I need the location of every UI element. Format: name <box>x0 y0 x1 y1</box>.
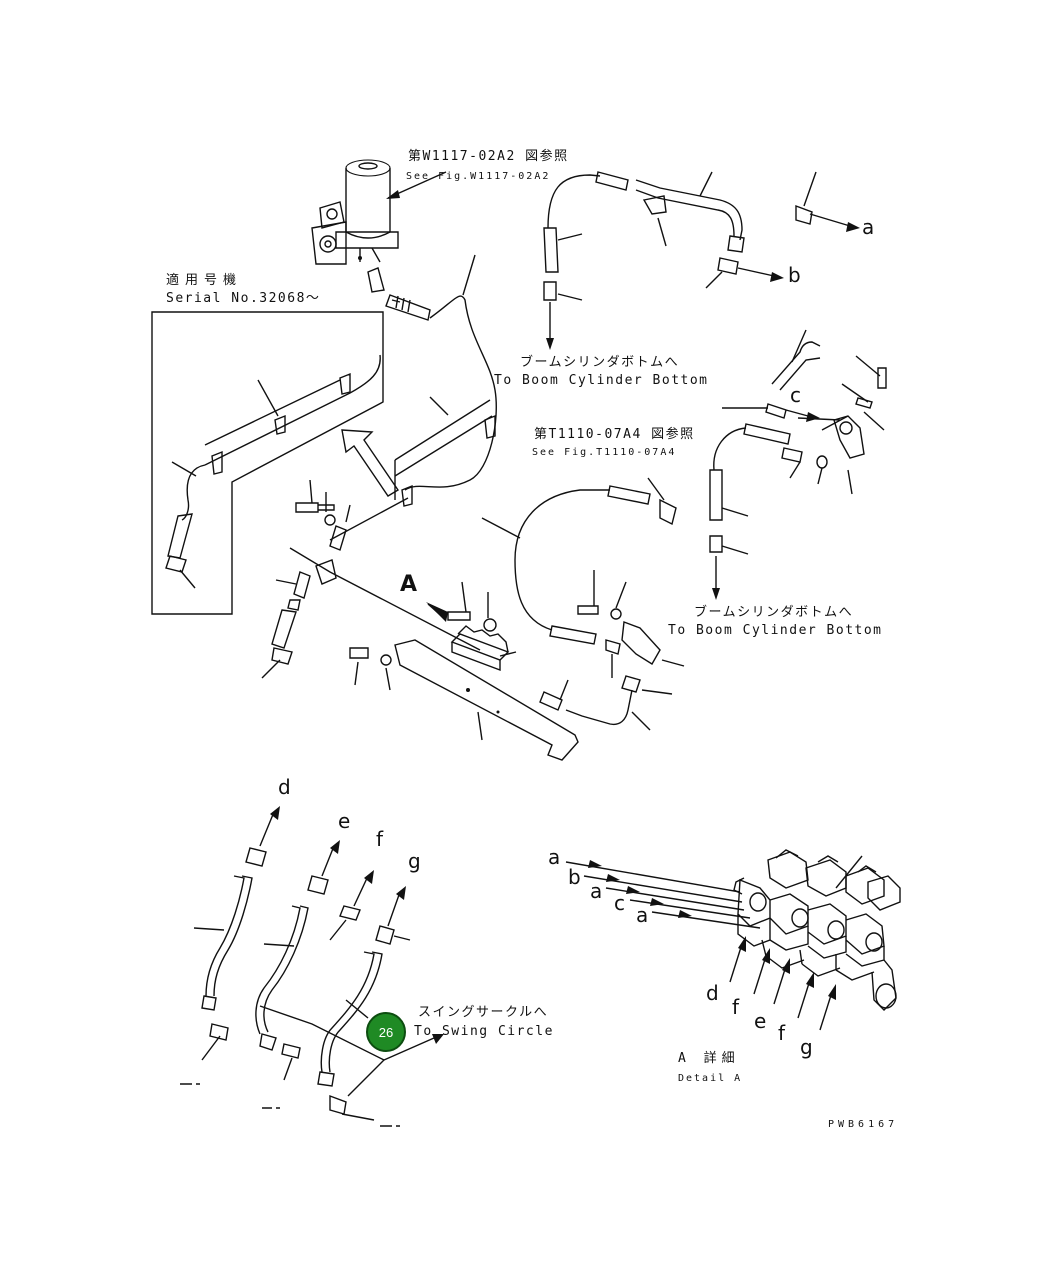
detail-letter-f-2: f <box>778 1021 786 1045</box>
detail-a-jp: A 詳細 <box>678 1051 740 1066</box>
boom-label-jp-1: ブームシリンダボトムへ <box>520 355 680 370</box>
boom-label-en-2: To Boom Cylinder Bottom <box>668 623 883 638</box>
ref-w1117-en[interactable]: See Fig.W1117-02A2 <box>406 171 551 182</box>
drawing-code: PWB6167 <box>828 1119 899 1130</box>
detail-a-valve <box>733 849 901 1011</box>
distributor-valve <box>447 611 517 672</box>
ref-t1110-en[interactable]: See Fig.T1110-07A4 <box>532 447 677 458</box>
boom-label-jp-2: ブームシリンダボトムへ <box>694 605 854 620</box>
detail-letter-d: d <box>706 981 719 1005</box>
detail-letter-a-1: a <box>548 845 561 869</box>
letter-c-top: c <box>790 383 801 407</box>
swing-label-en: To Swing Circle <box>414 1024 554 1039</box>
view-marker-a: A <box>400 572 418 597</box>
serial-label-en: Serial No.32068～ <box>166 291 321 306</box>
reference-badge[interactable]: 26 <box>366 1012 406 1052</box>
detail-a-en: Detail A <box>678 1073 743 1084</box>
serial-variant-box <box>151 311 384 615</box>
ref-t1110-jp: 第T1110-07A4 図参照 <box>534 427 695 442</box>
swing-label-jp: スイングサークルへ <box>418 1005 549 1020</box>
detail-letter-g: g <box>800 1035 813 1059</box>
letter-g-top: g <box>408 849 421 873</box>
boom-label-en-1: To Boom Cylinder Bottom <box>494 373 709 388</box>
letter-a-top: a <box>862 215 875 239</box>
letter-d-top: d <box>278 775 291 799</box>
detail-letter-a-2: a <box>590 879 603 903</box>
detail-letter-c: c <box>614 891 625 915</box>
ref-w1117-jp: 第W1117-02A2 図参照 <box>408 149 569 164</box>
pump-motor-assembly <box>311 159 447 321</box>
detail-letter-e: e <box>754 1009 767 1033</box>
letter-e-top: e <box>338 809 351 833</box>
detail-letter-b: b <box>568 865 581 889</box>
detail-letter-f-1: f <box>732 995 740 1019</box>
letter-b-top: b <box>788 263 801 287</box>
letter-f-top: f <box>376 827 384 851</box>
detail-letter-a-3: a <box>636 903 649 927</box>
serial-label-jp: 適用号機 <box>166 273 243 288</box>
